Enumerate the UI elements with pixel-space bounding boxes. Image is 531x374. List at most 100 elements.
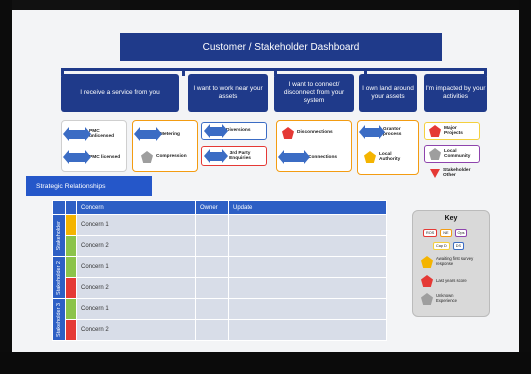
major-projects-item[interactable]: Major Projects (424, 122, 480, 140)
table-row[interactable]: Stakeholder Concern 1 (52, 214, 387, 257)
disconnections-item[interactable]: Disconnections (282, 127, 333, 139)
table-row[interactable]: Concern 2 (53, 319, 387, 341)
pmc-unlicensed-item[interactable]: PMC unlicensed (63, 126, 115, 141)
metering-label: Metering (160, 131, 180, 137)
red-pentagon-icon (429, 125, 441, 137)
key-legend: Key ROS NE Ops Cap D DS Awaiting first s… (412, 210, 490, 317)
owner-cell[interactable] (195, 319, 229, 341)
double-arrow-icon (278, 150, 310, 164)
bezel-right (519, 0, 531, 374)
red-pentagon-icon (282, 127, 294, 139)
stakeholder-other-item[interactable]: Stakeholder Other (430, 168, 471, 179)
stakeholder-other-label: Stakeholder Other (443, 168, 471, 179)
dashboard-title: Customer / Stakeholder Dashboard (120, 33, 442, 61)
gray-pentagon-icon (141, 151, 153, 163)
bezel-bottom (0, 352, 531, 374)
pmc-unlicensed-label: PMC unlicensed (89, 129, 115, 140)
double-arrow-icon (63, 150, 91, 164)
key-entry-awaiting: Awaiting first survey response (421, 256, 478, 268)
table-row[interactable]: Stakeholder 3 Concern 1 (52, 298, 387, 341)
update-cell[interactable] (228, 319, 387, 341)
table-header-row: Concern Owner Update (52, 200, 387, 215)
status-amber (65, 214, 77, 236)
category-work-near-assets[interactable]: I want to work near your assets (188, 74, 268, 112)
bezel-top (0, 0, 531, 10)
status-column-header (65, 200, 77, 215)
double-arrow-icon (204, 148, 228, 163)
update-cell[interactable] (228, 256, 387, 278)
amber-pentagon-icon (421, 256, 433, 268)
table-row[interactable]: Concern 2 (53, 235, 387, 257)
concern-cell: Concern 1 (76, 214, 196, 236)
update-cell[interactable] (228, 277, 387, 299)
key-tags-row-2: Cap D DS (433, 242, 465, 251)
owner-cell[interactable] (195, 256, 229, 278)
bezel-left (0, 0, 12, 374)
major-projects-label: Major Projects (444, 125, 463, 136)
local-community-label: Local Community (444, 148, 471, 159)
local-authority-label: Local Authority (379, 151, 401, 162)
compression-label: Compression (156, 154, 187, 160)
status-red (65, 277, 77, 299)
status-red (65, 319, 77, 341)
owner-cell[interactable] (195, 298, 229, 320)
category-own-land[interactable]: I own land around your assets (359, 74, 417, 112)
tag-capd: Cap D (433, 242, 450, 251)
update-cell[interactable] (228, 214, 387, 236)
screen: Customer / Stakeholder Dashboard I recei… (12, 10, 519, 352)
update-cell[interactable] (228, 298, 387, 320)
grantor-item[interactable]: Grantor process (359, 124, 405, 139)
tag-ds: DS (452, 242, 465, 251)
double-arrow-icon (359, 124, 385, 139)
concern-cell: Concern 1 (76, 298, 196, 320)
connections-item[interactable]: Connections (278, 150, 338, 164)
compression-item[interactable]: Compression (141, 151, 187, 163)
red-pentagon-icon (421, 275, 433, 287)
gray-pentagon-icon (421, 293, 433, 305)
connector-tick (61, 68, 64, 76)
local-community-item[interactable]: Local Community (424, 145, 480, 163)
double-arrow-icon (134, 127, 162, 141)
update-cell[interactable] (228, 235, 387, 257)
connections-label: Connections (308, 154, 338, 160)
concern-cell: Concern 2 (76, 277, 196, 299)
card-connections: Disconnections Connections (276, 120, 352, 172)
stakeholder-group-label: Stakeholder (52, 214, 66, 257)
connector-tick (364, 68, 367, 76)
concern-cell: Concern 2 (76, 235, 196, 257)
gray-pentagon-icon (429, 148, 441, 160)
key-title: Key (444, 215, 458, 222)
diversions-item[interactable]: Diversions (201, 122, 267, 140)
concern-column-header: Concern (76, 200, 196, 215)
double-arrow-icon (63, 126, 91, 141)
key-entry-unknown: Unknown Experience (421, 293, 466, 305)
card-service-pmc: PMC unlicensed PMC licensed (61, 120, 127, 172)
card-impacted: Major Projects Local Community Stakehold… (424, 120, 488, 186)
status-green (65, 256, 77, 278)
tag-ops: Ops (454, 229, 468, 238)
stakeholder-column-header (52, 200, 66, 215)
connector-tick (484, 68, 487, 76)
metering-item[interactable]: Metering (134, 127, 180, 141)
owner-cell[interactable] (195, 214, 229, 236)
table-row[interactable]: Stakeholder 2 Concern 1 (52, 256, 387, 299)
status-green (65, 298, 77, 320)
double-arrow-icon (204, 123, 228, 138)
pmc-licensed-item[interactable]: PMC licensed (63, 150, 120, 164)
card-land: Grantor process Local Authority (357, 120, 419, 175)
disconnections-label: Disconnections (297, 130, 333, 136)
owner-cell[interactable] (195, 235, 229, 257)
grantor-label: Grantor process (383, 127, 402, 138)
category-receive-service[interactable]: I receive a service from you (61, 74, 179, 112)
category-connect-disconnect[interactable]: I want to connect/ disconnect from your … (274, 74, 354, 112)
third-party-item[interactable]: 3rd Party Enquiries (201, 146, 267, 166)
status-green (65, 235, 77, 257)
owner-cell[interactable] (195, 277, 229, 299)
category-impacted[interactable]: I'm impacted by your activities (424, 74, 487, 112)
table-row[interactable]: Concern 2 (53, 277, 387, 299)
strategic-relationships-header[interactable]: Strategic Relationships (26, 176, 152, 196)
local-authority-item[interactable]: Local Authority (364, 151, 405, 163)
stakeholder-group-label: Stakeholder 2 (52, 256, 66, 299)
key-tags-row-1: ROS NE Ops (423, 229, 468, 238)
